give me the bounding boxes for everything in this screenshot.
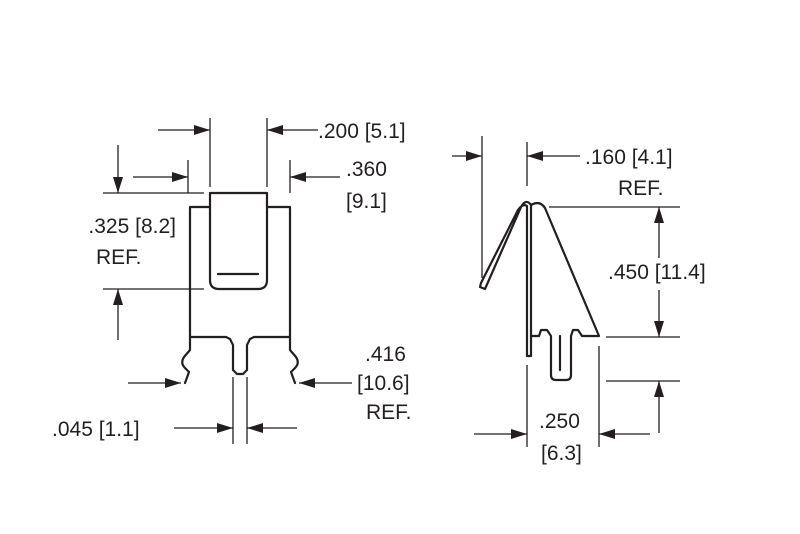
arrowhead: [299, 378, 315, 388]
arrowhead: [267, 125, 283, 135]
side-body-outline: [529, 201, 601, 382]
side-spring-outline: [478, 200, 533, 358]
front-view: [181, 191, 299, 385]
dim-416-value: .416: [365, 343, 406, 366]
front-body-outline: [188, 191, 292, 376]
arrowhead: [599, 429, 615, 439]
arrowhead: [527, 151, 543, 161]
arrowhead: [247, 423, 263, 433]
arrowhead: [194, 125, 210, 135]
dimension-lines: [103, 118, 680, 447]
arrowhead: [654, 381, 664, 397]
dim-250-metric: [6.3]: [541, 442, 582, 465]
arrowhead: [290, 172, 306, 182]
dim-160-ref: REF.: [618, 177, 664, 200]
arrowhead: [654, 207, 664, 223]
dim-325-ref: REF.: [96, 246, 142, 269]
dim-200-text: .200 [5.1]: [318, 120, 406, 143]
dim-250-value: .250: [539, 410, 580, 433]
dim-360-value: .360: [346, 158, 387, 181]
arrowhead: [511, 429, 527, 439]
arrowhead: [217, 423, 233, 433]
dim-045-text: .045 [1.1]: [52, 418, 140, 441]
arrowhead: [654, 321, 664, 337]
side-view: [478, 200, 601, 382]
dim-360-metric: [9.1]: [346, 190, 387, 213]
dim-160-value: .160 [4.1]: [585, 146, 673, 169]
front-left-leg: [181, 335, 192, 385]
arrowhead: [172, 172, 188, 182]
arrowhead: [113, 289, 123, 305]
dim-416-ref: REF.: [366, 401, 412, 424]
front-right-leg: [288, 335, 299, 385]
dim-325-value: .325 [8.2]: [88, 215, 176, 238]
dimension-labels: .200 [5.1] .360 [9.1] .325 [8.2] REF. .4…: [52, 120, 706, 465]
arrowhead: [113, 177, 123, 193]
front-top-tab: [208, 205, 269, 291]
arrowhead: [165, 378, 181, 388]
dim-450-text: .450 [11.4]: [608, 261, 706, 284]
arrowhead: [466, 151, 482, 161]
dim-416-metric: [10.6]: [357, 372, 410, 395]
